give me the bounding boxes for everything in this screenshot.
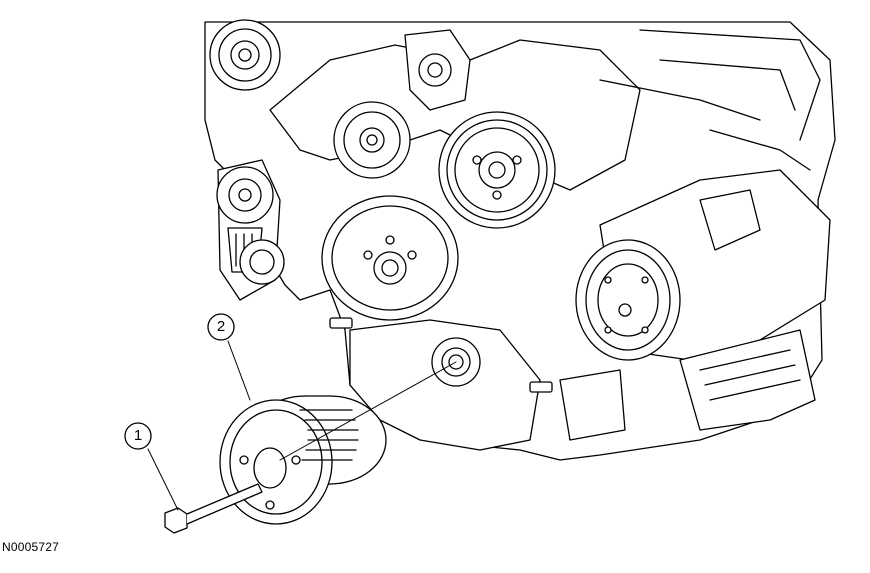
thermostat-housing xyxy=(404,29,471,111)
callout-1-leader xyxy=(147,448,179,511)
belt-tensioner xyxy=(216,159,285,301)
alignment-line xyxy=(279,361,457,461)
callout-2-label: 2 xyxy=(216,318,226,335)
power-steering-pulley xyxy=(438,111,556,229)
water-pump-pulley xyxy=(321,195,459,321)
front-cover xyxy=(349,319,541,451)
callout-2-leader xyxy=(227,340,251,401)
ac-compressor xyxy=(575,169,831,361)
callout-1-circle xyxy=(124,422,152,450)
crankshaft-pulley-bolt xyxy=(164,483,263,534)
figure-id: N0005727 xyxy=(2,540,59,554)
studs xyxy=(329,317,553,393)
idler-pulley xyxy=(333,101,411,179)
upper-right-manifold xyxy=(599,29,821,171)
top-left-pulley xyxy=(209,19,281,91)
callout-1-label: 1 xyxy=(133,427,143,444)
callout-2-circle xyxy=(207,313,235,341)
engine-right-block xyxy=(559,329,816,441)
